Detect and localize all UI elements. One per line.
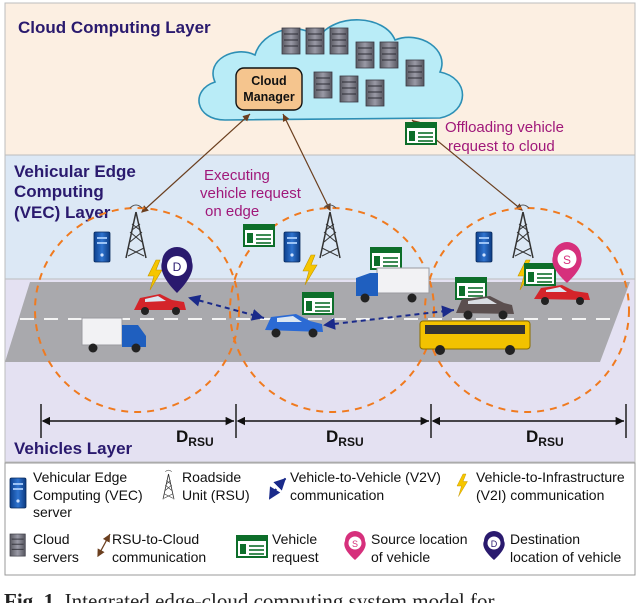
legend-v2v-icon [268, 477, 287, 500]
vec-server-2 [283, 231, 301, 263]
offloading-label-line1: Offloading vehicle [445, 119, 564, 136]
legend-cloud-servers-icon [9, 533, 26, 557]
legend-source-line2: of vehicle [371, 549, 430, 565]
legend-destination-icon: D [483, 531, 505, 560]
gray-suv-right [456, 296, 514, 320]
legend-vec-line3: server [33, 504, 72, 520]
legend-vec-line2: Computing (VEC) [33, 487, 143, 503]
svg-text:DRSU: DRSU [326, 427, 364, 449]
red-car-left [134, 294, 186, 315]
vehicle-request-icon-offload [405, 122, 437, 145]
red-car-right [534, 285, 590, 305]
cloud-manager-box [235, 67, 303, 111]
cloud-manager-line1: Cloud [251, 74, 286, 88]
legend-vehicle-request-icon [236, 535, 268, 558]
white-truck-left [81, 317, 146, 353]
legend-destination-line2: location of vehicle [510, 549, 622, 565]
legend-rsu-cloud-line1: RSU-to-Cloud [112, 531, 199, 547]
svg-text:D: D [173, 260, 182, 274]
legend-v2i-line2: (V2I) communication [476, 487, 604, 503]
legend-rsu-line1: Roadside [182, 469, 241, 485]
offloading-label-line2: request to cloud [448, 138, 555, 155]
legend-source-icon: S [344, 531, 366, 560]
legend-vehicle-request-line2: request [272, 549, 319, 565]
svg-text:D: D [491, 539, 498, 549]
rsu-coverage-3 [424, 207, 630, 413]
vec-layer-title-line3: (VEC) Layer [14, 203, 111, 222]
blue-truck-right [356, 267, 430, 303]
legend-rsu-line2: Unit (RSU) [182, 487, 250, 503]
svg-text:S: S [352, 539, 358, 549]
vec-layer-title-line1: Vehicular Edge [14, 162, 136, 181]
vehicle-request-icon-1 [243, 224, 275, 247]
legend-box [4, 462, 636, 576]
distance-label-2: DRSU [326, 427, 364, 449]
legend-rsu-cloud-line2: communication [112, 549, 206, 565]
svg-text:S: S [563, 253, 571, 267]
legend-vec-server-icon [9, 477, 27, 509]
figure-caption-text: Integrated edge-cloud computing system m… [64, 589, 495, 603]
vec-server-1 [93, 231, 111, 263]
vehicle-request-icon-5 [524, 263, 556, 286]
vehicle-request-icon-3 [302, 292, 334, 315]
executing-label-line1: Executing [204, 167, 270, 184]
vec-layer-title-line2: Computing [14, 182, 104, 201]
executing-label-line2: vehicle request [200, 185, 302, 202]
legend-cloud-servers-line1: Cloud [33, 531, 70, 547]
svg-text:DRSU: DRSU [526, 427, 564, 449]
source-marker: S [552, 242, 582, 283]
destination-marker: D [161, 247, 193, 293]
legend-destination-line1: Destination [510, 531, 580, 547]
v2v-link-2 [323, 305, 455, 330]
svg-text:DRSU: DRSU [176, 427, 214, 449]
cloud-layer-title: Cloud Computing Layer [18, 18, 211, 37]
legend-rsu-cloud-icon [97, 533, 111, 558]
figure-caption: Fig. 1. Integrated edge-cloud computing … [4, 586, 640, 603]
distance-label-3: DRSU [526, 427, 564, 449]
legend-v2v-line1: Vehicle-to-Vehicle (V2V) [290, 469, 441, 485]
vehicle-request-icon-4 [455, 277, 487, 300]
vec-server-3 [475, 231, 493, 263]
legend-v2i-line1: Vehicle-to-Infrastructure [476, 469, 625, 485]
v2v-link-1 [188, 294, 265, 321]
rsu-cloud-link-2 [282, 113, 331, 212]
legend-source-line1: Source location [371, 531, 468, 547]
distance-label-1: DRSU [176, 427, 214, 449]
vehicle-request-icon-2 [370, 247, 402, 270]
rsu-cloud-link-1 [141, 113, 251, 213]
cloud-manager-line2: Manager [243, 90, 295, 104]
vehicles-layer-title: Vehicles Layer [14, 439, 133, 458]
figure-number: Fig. 1. [4, 589, 60, 603]
legend-vec-line1: Vehicular Edge [33, 469, 127, 485]
executing-label-line3: on edge [205, 203, 259, 220]
legend-vehicle-request-line1: Vehicle [272, 531, 317, 547]
blue-car-middle [265, 314, 323, 338]
legend-cloud-servers-line2: servers [33, 549, 79, 565]
legend-v2v-line2: communication [290, 487, 384, 503]
